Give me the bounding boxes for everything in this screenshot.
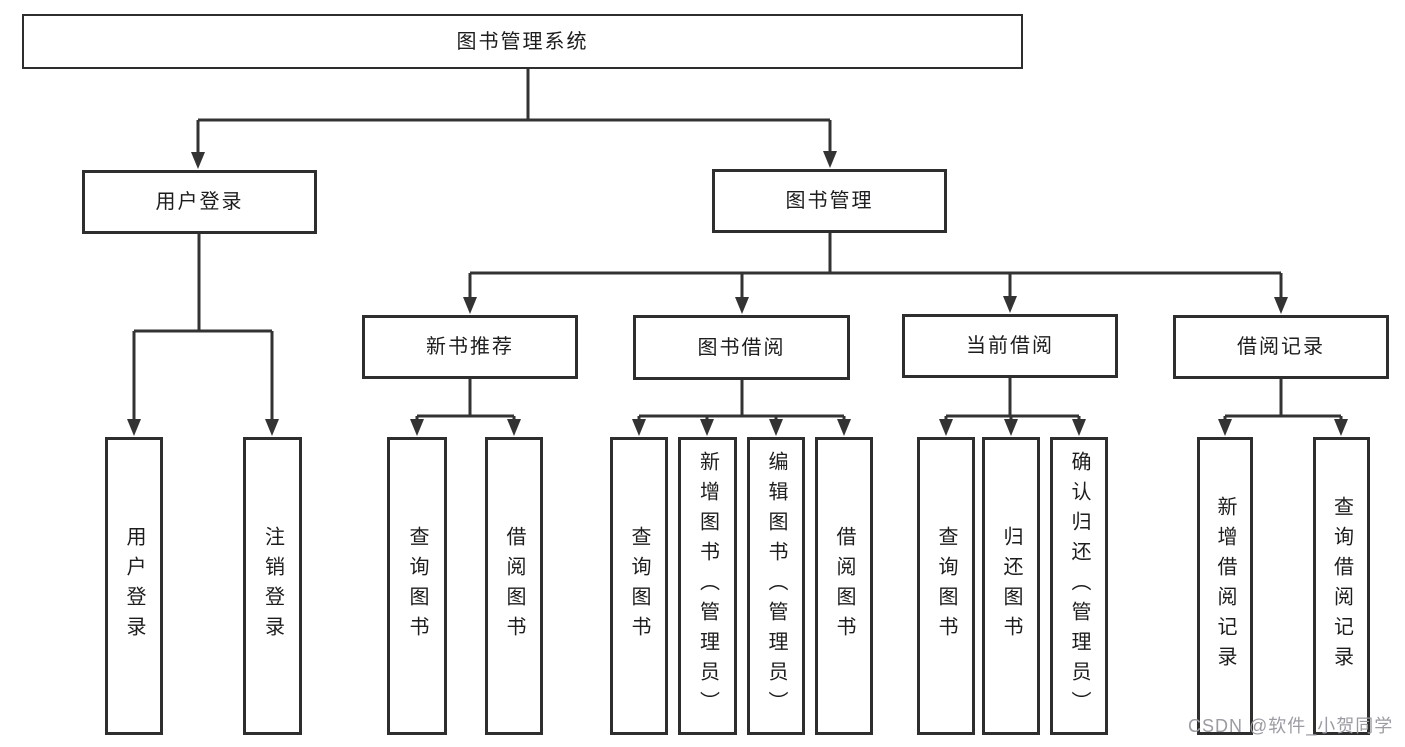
node-return-books: 归还图书 [982, 437, 1040, 735]
node-label: 图书管理系统 [456, 30, 589, 53]
node-user-login: 用户登录 [82, 170, 317, 234]
arrowhead [939, 419, 953, 436]
node-label: 当前借阅 [966, 335, 1054, 357]
node-user-login-leaf: 用户登录 [105, 437, 163, 735]
arrowhead [632, 419, 646, 436]
node-label: 借阅图书 [833, 526, 855, 646]
node-book-borrowing: 图书借阅 [633, 315, 850, 380]
arrowhead [1003, 296, 1017, 313]
arrowhead [507, 419, 521, 436]
arrowhead [1274, 297, 1288, 314]
node-library-system: 图书管理系统 [22, 14, 1023, 69]
node-borrow-books-recommend: 借阅图书 [485, 437, 543, 735]
node-logout-login: 注销登录 [243, 437, 302, 735]
node-query-books-borrowing: 查询图书 [610, 437, 668, 735]
arrowhead [410, 419, 424, 436]
node-label: 新书推荐 [426, 336, 514, 358]
node-label: 查询借阅记录 [1330, 496, 1353, 676]
node-label: 归还图书 [1000, 526, 1022, 646]
node-borrow-records: 借阅记录 [1173, 315, 1389, 379]
node-add-books-admin: 新增图书（管理员） [678, 437, 737, 735]
arrowhead [823, 151, 837, 168]
node-label: 查询图书 [935, 526, 957, 646]
node-add-borrow-record: 新增借阅记录 [1197, 437, 1253, 735]
arrowhead [127, 419, 141, 436]
node-label: 新增借阅记录 [1214, 496, 1236, 676]
node-label: 确认归还（管理员） [1068, 451, 1090, 721]
arrowhead [191, 152, 205, 169]
connector-stems [132, 69, 1343, 424]
node-label: 查询图书 [628, 526, 650, 646]
arrowheads [127, 151, 1348, 436]
node-book-management: 图书管理 [712, 169, 947, 233]
arrowhead [700, 419, 714, 436]
arrowhead [1218, 419, 1232, 436]
node-current-borrowing: 当前借阅 [902, 314, 1118, 378]
arrowhead [1072, 419, 1086, 436]
node-label: 借阅图书 [503, 526, 525, 646]
node-label: 图书借阅 [697, 336, 786, 359]
csdn-watermark: CSDN @软件_小贺同学 [1188, 716, 1394, 736]
node-label: 编辑图书（管理员） [765, 451, 787, 721]
node-label: 用户登录 [155, 191, 244, 213]
node-query-books-recommend: 查询图书 [387, 437, 447, 735]
node-confirm-return-admin: 确认归还（管理员） [1050, 437, 1108, 735]
node-edit-books-admin: 编辑图书（管理员） [747, 437, 805, 735]
arrowhead [1004, 419, 1018, 436]
arrowhead [265, 419, 279, 436]
node-new-book-recommend: 新书推荐 [362, 315, 578, 379]
node-borrow-books-borrowing: 借阅图书 [815, 437, 873, 735]
arrowhead [463, 297, 477, 314]
node-query-books-current: 查询图书 [917, 437, 975, 735]
node-label: 借阅记录 [1237, 336, 1325, 358]
node-label: 用户登录 [123, 526, 145, 646]
arrowhead [769, 419, 783, 436]
node-label: 查询图书 [406, 526, 428, 646]
node-query-borrow-record: 查询借阅记录 [1313, 437, 1370, 735]
node-label: 注销登录 [261, 526, 284, 646]
arrowhead [735, 297, 749, 314]
node-label: 新增图书（管理员） [696, 451, 719, 721]
arrowhead [837, 419, 851, 436]
arrowhead [1334, 419, 1348, 436]
node-label: 图书管理 [785, 190, 874, 212]
